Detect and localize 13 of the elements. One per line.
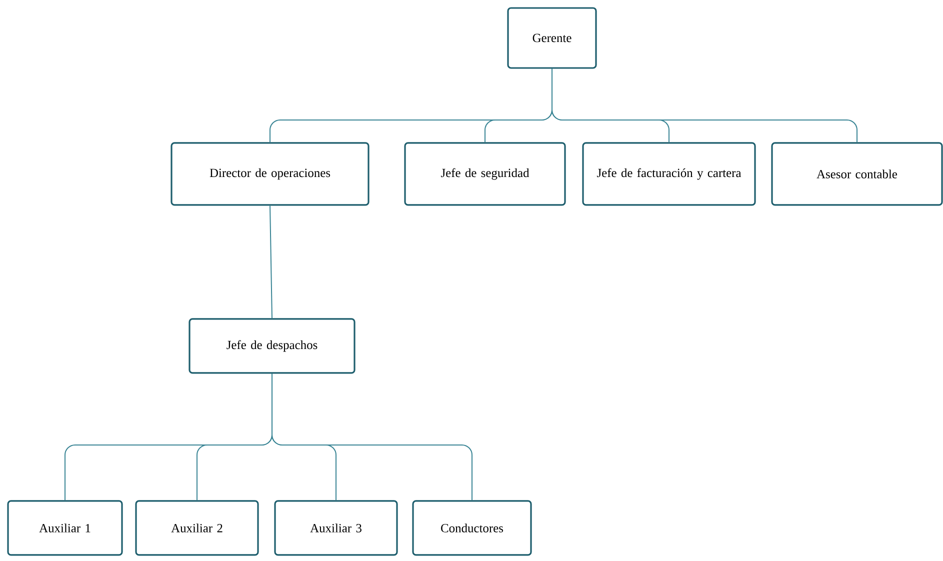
connector-line [272,373,472,501]
connector-line [552,68,858,143]
org-box: Auxiliar 1 [7,500,123,556]
org-box: Conductores [412,500,532,556]
org-box: Asesor contable [771,142,943,206]
org-box: Jefe de seguridad [404,142,566,206]
connector-line [270,205,272,319]
org-box: Auxiliar 2 [135,500,259,556]
org-box: Auxiliar 3 [274,500,398,556]
org-box: Jefe de despachos [188,318,356,374]
org-box: Jefe de facturación y cartera [582,142,756,206]
org-box: Gerente [507,7,597,69]
org-box: Director de operaciones [170,142,370,206]
